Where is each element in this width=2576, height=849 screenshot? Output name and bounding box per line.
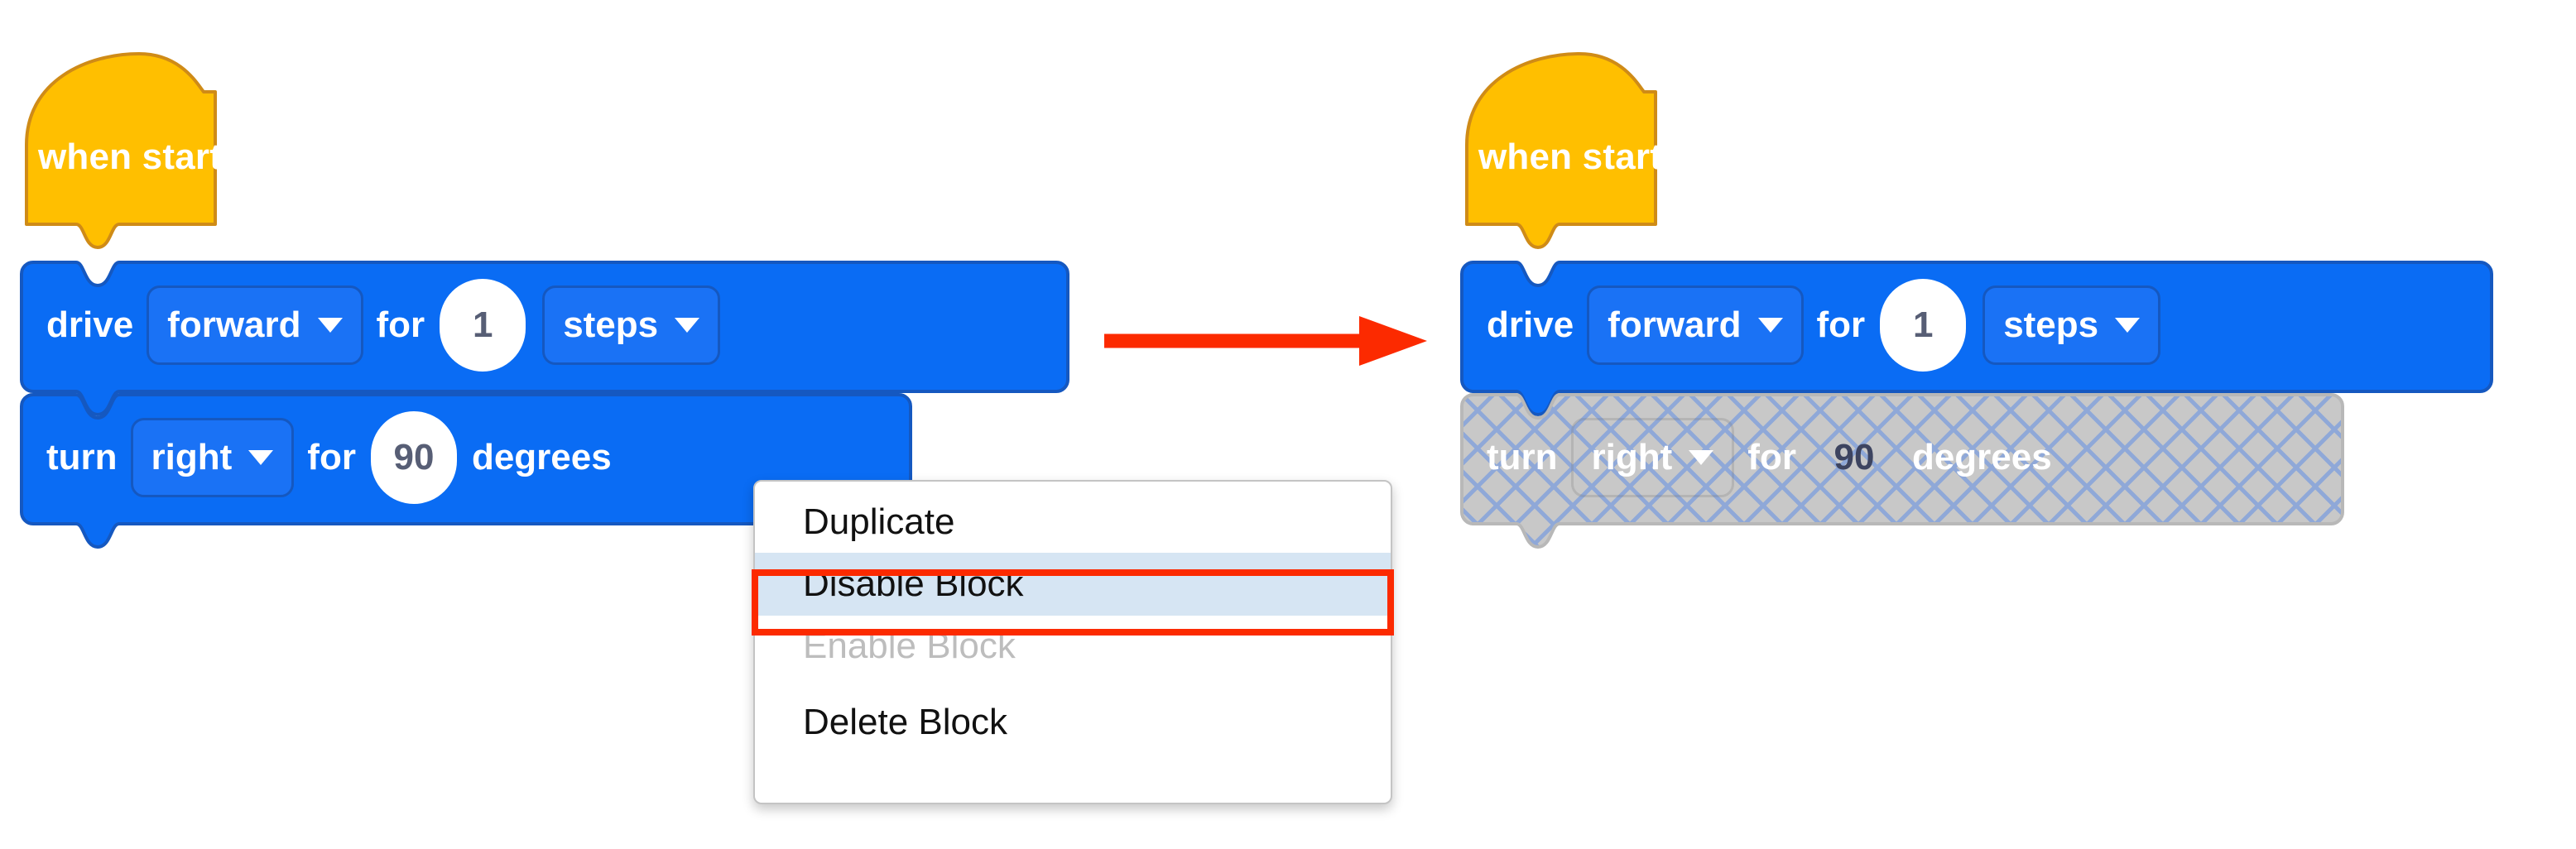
number-input-distance-value: 1 [1912,305,1934,345]
dropdown-turn-direction[interactable]: right [130,418,295,497]
transition-arrow [1101,308,1432,378]
block-label-for: for [1816,305,1866,345]
block-turn-row: turn right for 90 degrees [18,391,920,524]
chevron-down-icon [317,318,343,333]
block-label-for: for [307,437,356,477]
dropdown-turn-direction-label: right [1591,437,1673,477]
hat-block-label: when started [1478,137,1705,177]
menu-item-enable-block: Enable Block [755,616,1391,677]
number-input-angle[interactable]: 90 [370,411,457,504]
number-input-angle-value: 90 [393,437,435,477]
block-drive[interactable]: drive forward for 1 steps [18,259,1078,416]
dropdown-direction-label: forward [167,305,301,345]
block-label-turn: turn [46,437,118,477]
block-turn[interactable]: turn right for 90 degrees [18,391,920,549]
dropdown-direction[interactable]: forward [147,285,363,365]
command-block-shape-disabled [1460,393,2344,549]
block-label-degrees: degrees [1911,437,2052,477]
hat-block-label: when started [38,137,265,177]
menu-item-disable-block[interactable]: Disable Block [755,553,1391,616]
menu-item-duplicate[interactable]: Duplicate [755,492,1391,553]
number-input-distance[interactable]: 1 [1880,279,1967,372]
block-label-drive: drive [1487,305,1574,345]
number-input-angle[interactable]: 90 [1811,411,1897,504]
chevron-down-icon [675,318,700,333]
hat-block-when-started[interactable]: when started [1459,46,1806,261]
dropdown-units-label: steps [563,305,659,345]
menu-item-delete-block-label: Delete Block [803,702,1008,742]
menu-item-enable-block-label: Enable Block [803,626,1016,666]
number-input-distance[interactable]: 1 [440,279,526,372]
menu-item-disable-block-label: Disable Block [803,564,1024,604]
block-turn-disabled-row: turn right for 90 degrees [1459,391,2348,524]
dropdown-units-label: steps [2003,305,2099,345]
dropdown-direction-label: forward [1608,305,1742,345]
number-input-distance-value: 1 [472,305,493,345]
dropdown-turn-direction-label: right [151,437,233,477]
hat-block-shape [1465,52,1657,249]
number-input-angle-value: 90 [1833,437,1875,477]
block-label-drive: drive [46,305,134,345]
block-label-for: for [376,305,425,345]
menu-item-delete-block[interactable]: Delete Block [755,692,1391,753]
hat-block-shape [25,52,217,249]
block-drive-row: drive forward for 1 steps [18,259,1078,391]
block-label-turn: turn [1487,437,1558,477]
dropdown-units[interactable]: steps [1982,285,2161,365]
dropdown-units[interactable]: steps [542,285,721,365]
block-label-degrees: degrees [471,437,612,477]
block-label-for: for [1747,437,1796,477]
chevron-down-icon [2115,318,2141,333]
dropdown-direction[interactable]: forward [1587,285,1804,365]
menu-divider-space [755,677,1391,692]
chevron-down-icon [1689,450,1714,465]
chevron-down-icon [1757,318,1783,333]
dropdown-turn-direction[interactable]: right [1570,418,1735,497]
hat-block-when-started[interactable]: when started [18,46,366,261]
chevron-down-icon [248,450,274,465]
block-context-menu[interactable]: Duplicate Disable Block Enable Block Del… [753,480,1392,804]
block-drive[interactable]: drive forward for 1 steps [1459,259,2502,416]
block-turn-disabled[interactable]: turn right for 90 degrees [1459,391,2348,549]
menu-item-duplicate-label: Duplicate [803,501,955,542]
block-drive-row: drive forward for 1 steps [1459,259,2502,391]
